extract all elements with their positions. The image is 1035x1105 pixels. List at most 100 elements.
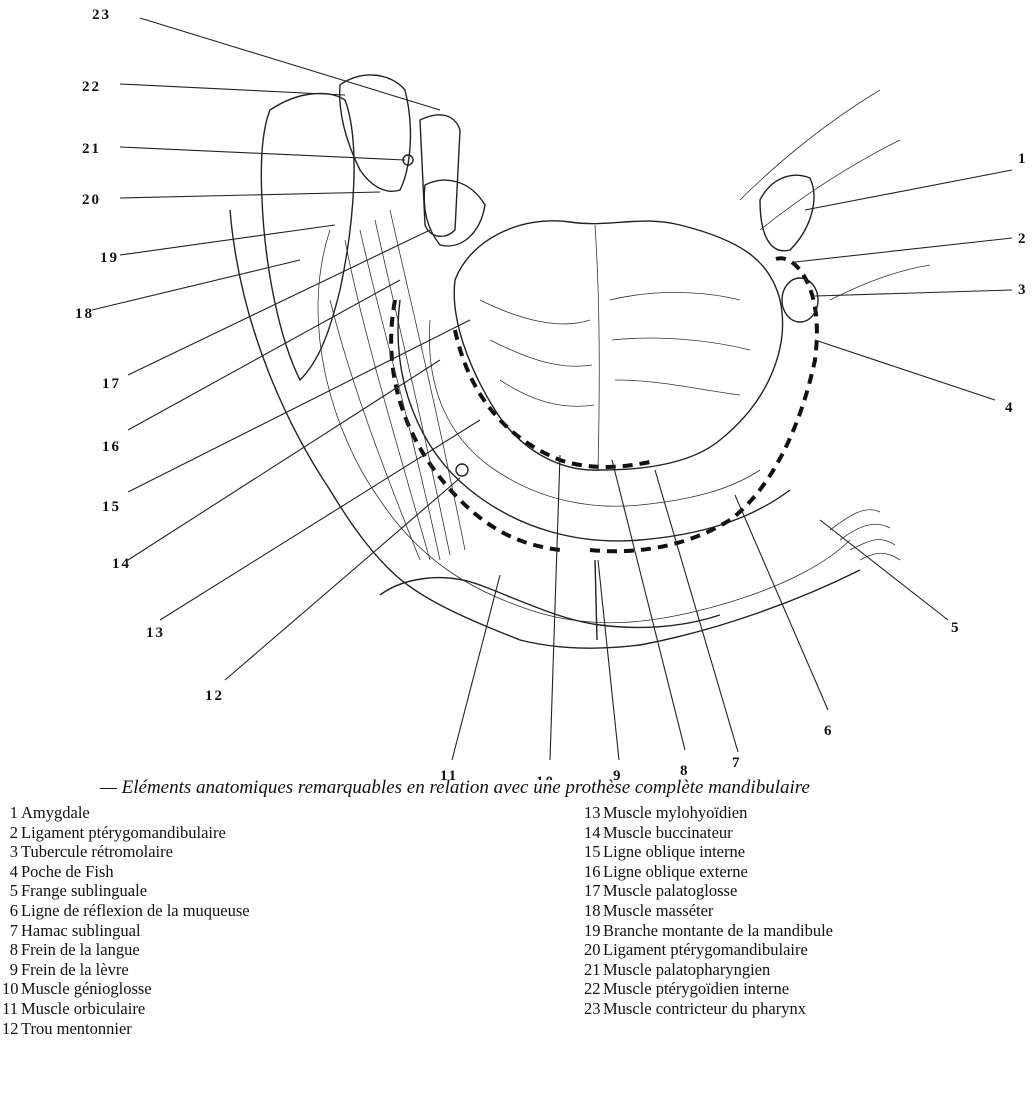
legend-label: Ligne de réflexion de la muqueuse [21,901,250,920]
legend-label: Muscle contricteur du pharynx [603,999,806,1018]
callout-19: 19 [100,250,119,266]
legend-number: 9 [2,960,18,980]
palatoglossus-muscle [424,180,485,246]
legend-label: Frange sublinguale [21,881,147,900]
callout-14: 14 [112,556,131,572]
legend-label: Ligne oblique externe [603,862,748,881]
legend-number: 12 [2,1019,18,1039]
legend-number: 14 [584,823,600,843]
legend-number: 1 [2,803,18,823]
legend-number: 13 [584,803,600,823]
legend-label: Tubercule rétromolaire [21,842,173,861]
callout-16: 16 [102,439,121,455]
callout-15: 15 [102,499,121,515]
legend-label: Hamac sublingual [21,921,141,940]
legend-number: 22 [584,979,600,999]
pharynx-lines [740,90,930,300]
figure-caption: — Eléments anatomiques remarquables en r… [100,777,1000,799]
mental-foramen [456,464,468,476]
legend-number: 11 [2,999,18,1019]
leader-lines [92,18,1012,760]
legend-number: 18 [584,901,600,921]
legend-number: 4 [2,862,18,882]
anatomical-illustration: 1 2 3 4 5 6 7 8 9 10 11 12 13 14 15 16 1… [0,0,1035,780]
callout-7: 7 [732,755,742,771]
callout-13: 13 [146,625,165,641]
callout-1: 1 [1018,151,1028,167]
callout-21: 21 [82,141,101,157]
legend-label: Muscle ptérygoïdien interne [603,979,789,998]
callout-4: 4 [1005,400,1015,416]
callout-numbers: 1 2 3 4 5 6 7 8 9 10 11 12 13 14 15 16 1… [75,7,1028,780]
legend-number: 10 [2,979,18,999]
legend-number: 15 [584,842,600,862]
tongue-texture [480,293,750,407]
legend-label: Ligament ptérygomandibulaire [603,940,808,959]
legend-number: 6 [2,901,18,921]
legend-label: Muscle palatopharyngien [603,960,770,979]
legend-label: Amygdale [21,803,90,822]
legend-number: 23 [584,999,600,1019]
callout-5: 5 [951,620,961,636]
legend-label: Ligament ptérygomandibulaire [21,823,226,842]
legend-number: 21 [584,960,600,980]
callout-20: 20 [82,192,101,208]
callout-17: 17 [102,376,121,392]
legend-number: 5 [2,881,18,901]
legend-label: Muscle masséter [603,901,713,920]
callout-23: 23 [92,7,111,23]
callout-18: 18 [75,306,94,322]
legend-number: 2 [2,823,18,843]
callout-2: 2 [1018,231,1028,247]
legend-number: 17 [584,881,600,901]
legend-number: 8 [2,940,18,960]
mucosa-reflection-lingual [455,330,650,467]
legend-label: Muscle génioglosse [21,979,152,998]
callout-12: 12 [205,688,224,704]
legend-item: 17Muscle palatoglosse [584,881,1024,901]
legend-number: 20 [584,940,600,960]
lip-commissure-tuft [830,510,900,560]
retromolar-tubercle [782,278,818,322]
legend-number: 16 [584,862,600,882]
legend-item: 4Poche de Fish [2,862,442,882]
ridge-inner [429,320,760,506]
legend-label: Muscle buccinateur [603,823,733,842]
legend-label: Muscle orbiculaire [21,999,145,1018]
legend-label: Muscle palatoglosse [603,881,737,900]
lip-frenum-line [595,560,597,640]
mandible-outer-outline [230,210,860,648]
legend-number: 7 [2,921,18,941]
legend-number: 3 [2,842,18,862]
tongue-midline [595,225,599,470]
legend-label: Ligne oblique interne [603,842,745,861]
callout-22: 22 [82,79,101,95]
callout-3: 3 [1018,282,1028,298]
mandible-inner-outline [318,230,850,623]
legend-label: Muscle mylohyoïdien [603,803,747,822]
legend-label: Poche de Fish [21,862,114,881]
legend-label: Branche montante de la mandibule [603,921,833,940]
legend-number: 19 [584,921,600,941]
lip-outline [380,578,720,628]
